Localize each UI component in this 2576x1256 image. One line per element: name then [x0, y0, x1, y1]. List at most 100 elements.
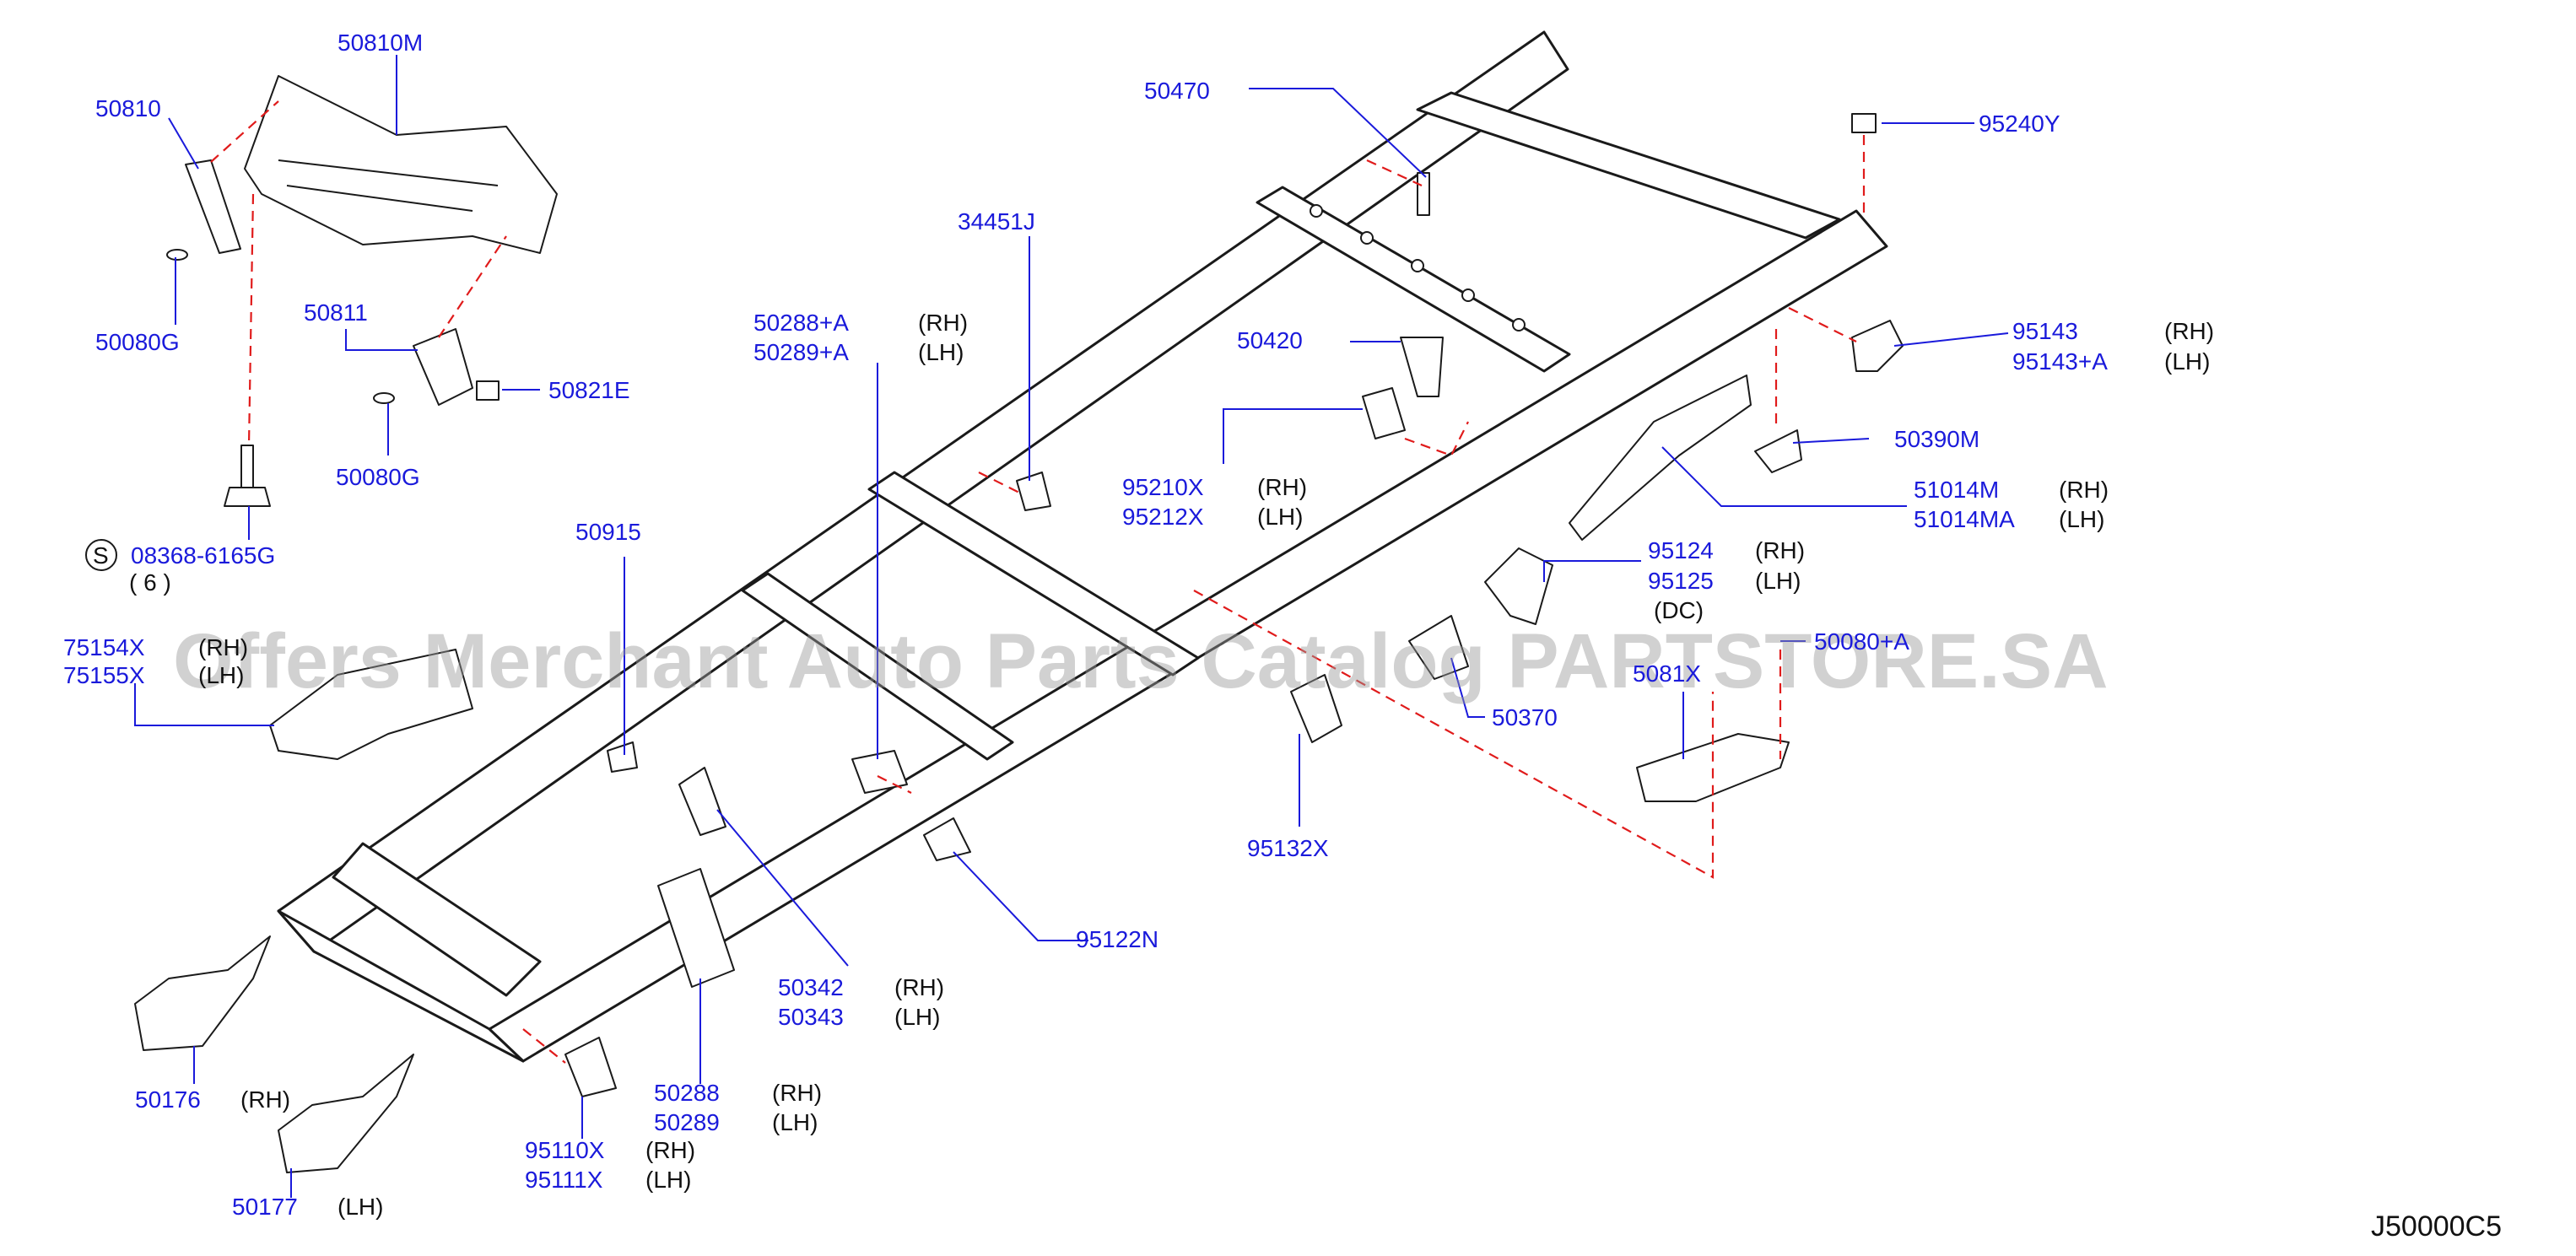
- side-label: (LH): [2164, 348, 2210, 375]
- part-number-label[interactable]: 95210X: [1122, 474, 1204, 500]
- part-number-label[interactable]: 50080G: [95, 329, 180, 355]
- part-number-label[interactable]: 50915: [575, 519, 641, 545]
- callout-labels: 50810M 50810 50080G 50811 50821E 50080G …: [63, 30, 2214, 1220]
- part-number-label[interactable]: 95122N: [1076, 926, 1158, 952]
- part-95122n: [923, 817, 971, 861]
- part-number-label[interactable]: 50370: [1492, 704, 1558, 730]
- leader-75154x: [134, 683, 274, 726]
- side-label: (RH): [1755, 537, 1805, 563]
- dash-line: [1366, 159, 1423, 186]
- side-label: (LH): [1755, 568, 1801, 594]
- part-number-label[interactable]: 50821E: [548, 377, 630, 403]
- diagram-code: J50000C5: [2371, 1210, 2502, 1243]
- part-number-label[interactable]: 50810M: [338, 30, 423, 56]
- part-number-label[interactable]: 75155X: [63, 662, 145, 688]
- part-number-label[interactable]: 95111X: [525, 1167, 603, 1193]
- part-number-label[interactable]: 95143: [2012, 318, 2078, 344]
- frame-hole: [1512, 318, 1526, 332]
- mid-crossmember-rear: [1256, 186, 1571, 373]
- side-label: (RH): [894, 974, 944, 1000]
- side-label: (RH): [198, 634, 248, 660]
- part-drawings: [134, 75, 1904, 1173]
- bolt-08368: [240, 445, 254, 488]
- front-bumper-beam: [332, 842, 542, 997]
- bracket-50811: [413, 328, 473, 406]
- cover-5081x: [1636, 733, 1790, 802]
- mid-crossmember-center: [867, 471, 1200, 677]
- part-number-label[interactable]: 5081X: [1633, 660, 1701, 687]
- part-number-label[interactable]: 95110X: [525, 1137, 605, 1163]
- part-number-label[interactable]: 50080G: [336, 464, 420, 490]
- dash-line: [1193, 590, 1715, 879]
- part-number-label[interactable]: 95132X: [1247, 835, 1329, 861]
- leader-51014m: [1661, 446, 1907, 507]
- leader-95124: [1543, 560, 1641, 582]
- side-label: (LH): [918, 339, 964, 365]
- dash-line: [210, 100, 279, 163]
- callout-leader-lines: [134, 55, 2009, 1198]
- side-label: (LH): [645, 1167, 691, 1193]
- mount-95210x: [1362, 387, 1406, 439]
- leader-95143: [1893, 332, 2009, 347]
- part-number-label[interactable]: 50289: [654, 1109, 720, 1135]
- variant-label: (DC): [1654, 597, 1704, 623]
- part-number-label[interactable]: 50810: [95, 95, 161, 121]
- part-number-label[interactable]: 50288: [654, 1080, 720, 1106]
- bolt-50470: [1417, 172, 1430, 216]
- part-number-label[interactable]: 50342: [778, 974, 844, 1000]
- part-number-label[interactable]: 50470: [1144, 78, 1210, 104]
- bracket-34451j: [1016, 472, 1051, 511]
- quantity-label: ( 6 ): [129, 569, 171, 596]
- dash-line: [522, 1028, 566, 1064]
- part-number-label[interactable]: 95212X: [1122, 504, 1204, 530]
- part-number-label[interactable]: 50176: [135, 1086, 201, 1113]
- part-number-label[interactable]: 95124: [1648, 537, 1714, 563]
- side-label: (LH): [2059, 506, 2104, 532]
- part-number-label[interactable]: 51014MA: [1914, 506, 2015, 532]
- part-number-label[interactable]: 95240Y: [1979, 111, 2060, 137]
- mount-95132x: [1290, 674, 1342, 743]
- part-number-label[interactable]: 50177: [232, 1194, 298, 1220]
- bumper-block-50177: [278, 1054, 414, 1173]
- part-number-label[interactable]: 50811: [304, 299, 368, 326]
- part-number-label[interactable]: 50080+A: [1814, 628, 1909, 655]
- bracket-50288a: [851, 750, 908, 794]
- clip-50080g: [166, 249, 188, 261]
- part-number-label[interactable]: 95125: [1648, 568, 1714, 594]
- clip-95240y: [1851, 113, 1877, 133]
- part-number-label[interactable]: 08368-6165G: [131, 542, 275, 569]
- dash-line: [1788, 307, 1857, 342]
- bracket-50390m: [1754, 429, 1802, 473]
- part-number-label[interactable]: 95143+A: [2012, 348, 2108, 375]
- mount-95110x: [564, 1037, 617, 1097]
- side-label: (RH): [645, 1137, 695, 1163]
- leader-50342: [716, 809, 849, 967]
- frame-hole: [1360, 231, 1374, 245]
- part-number-label[interactable]: 75154X: [63, 634, 145, 660]
- rail-extension-51014m: [1569, 375, 1752, 541]
- part-number-label[interactable]: 50390M: [1894, 426, 1979, 452]
- part-number-label[interactable]: 34451J: [958, 208, 1035, 234]
- leader-50810: [168, 117, 199, 170]
- side-label: (LH): [894, 1004, 940, 1030]
- part-number-label[interactable]: 51014M: [1914, 477, 1999, 503]
- under-cover-50810m: [244, 75, 558, 254]
- side-label: (LH): [198, 662, 244, 688]
- leader-50370: [1450, 657, 1485, 718]
- part-number-label[interactable]: 50288+A: [753, 310, 849, 336]
- under-cover-rib: [286, 185, 473, 212]
- side-label: (RH): [240, 1086, 290, 1113]
- part-number-label[interactable]: 50289+A: [753, 339, 849, 365]
- nut-50821e: [476, 380, 500, 401]
- watermark-text: Offers Merchant Auto Parts Catalog PARTS…: [173, 618, 2109, 704]
- part-number-label[interactable]: 50420: [1237, 327, 1303, 353]
- side-label: (RH): [918, 310, 968, 336]
- side-label: (LH): [772, 1109, 818, 1135]
- leader-50470: [1249, 88, 1427, 178]
- side-label: (LH): [338, 1194, 383, 1220]
- part-number-label[interactable]: 50343: [778, 1004, 844, 1030]
- leader-50811: [345, 329, 418, 351]
- side-label: (RH): [1257, 474, 1307, 500]
